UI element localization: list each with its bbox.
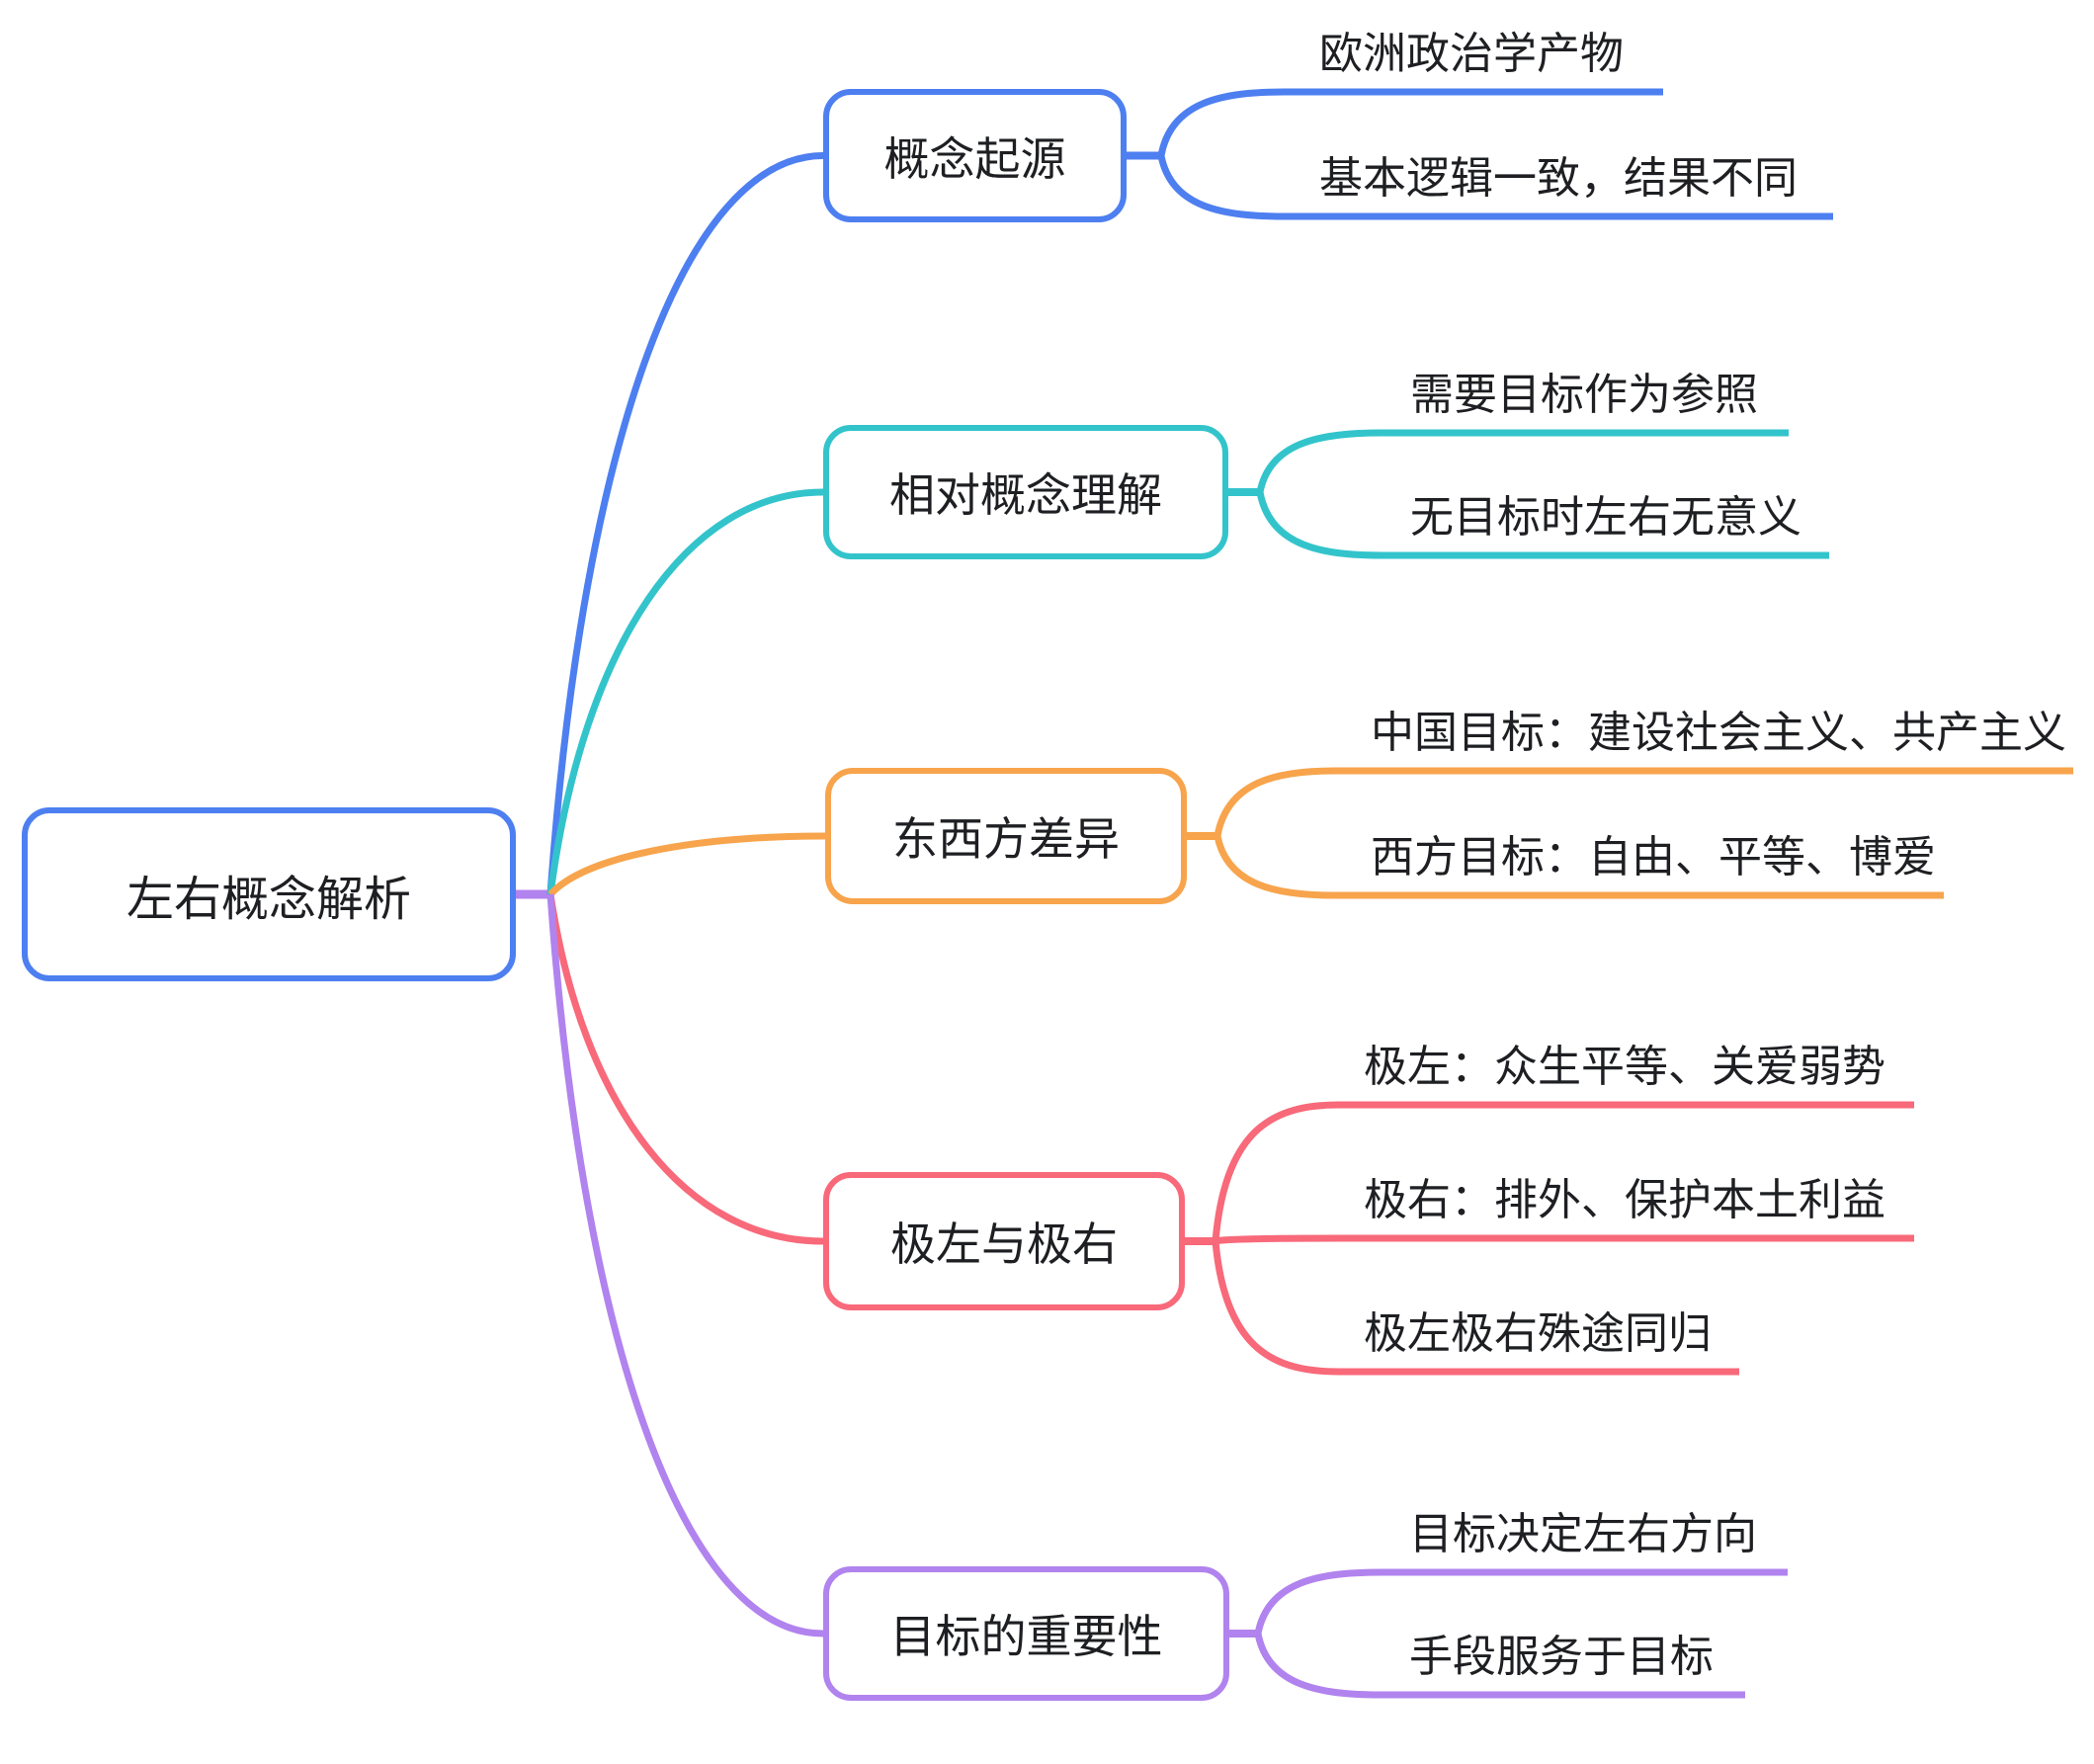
subtopic-label[interactable]: 基本逻辑一致，结果不同 — [1319, 153, 1798, 204]
branch-connector — [546, 893, 824, 1638]
subtopic-connector — [1157, 154, 1833, 220]
subtopic-label[interactable]: 欧洲政治学产物 — [1319, 29, 1624, 79]
branch-node-relative-concept[interactable]: 相对概念理解 — [823, 425, 1228, 559]
subtopic-connector — [1256, 491, 1829, 559]
subtopic-label[interactable]: 极左：众生平等、关爱弱势 — [1364, 1042, 1885, 1092]
subtopic-label[interactable]: 无目标时左右无意义 — [1410, 492, 1801, 543]
subtopic-connector — [1214, 767, 2073, 837]
branch-node-concept-origin[interactable]: 概念起源 — [823, 89, 1127, 222]
subtopic-connector — [1215, 1234, 1914, 1245]
subtopic-connector — [1256, 429, 1789, 493]
branch-node-label: 相对概念理解 — [889, 468, 1162, 522]
branch-connector — [547, 832, 826, 897]
subtopic-connector — [1157, 88, 1663, 157]
subtopic-label[interactable]: 中国目标：建设社会主义、共产主义 — [1371, 708, 2066, 758]
branch-node-extreme-left-right[interactable]: 极左与极右 — [823, 1172, 1185, 1310]
subtopic-connector — [1212, 1240, 1739, 1376]
root-node[interactable]: 左右概念解析 — [22, 807, 516, 981]
root-node-label: 左右概念解析 — [126, 872, 411, 927]
branch-connector — [546, 488, 824, 895]
branch-node-goal-importance[interactable]: 目标的重要性 — [823, 1566, 1229, 1701]
subtopic-label[interactable]: 极右：排外、保护本土利益 — [1364, 1175, 1885, 1225]
branch-node-label: 东西方差异 — [892, 812, 1120, 866]
branch-node-east-west-difference[interactable]: 东西方差异 — [825, 768, 1187, 904]
branch-node-label: 概念起源 — [883, 131, 1066, 186]
subtopic-connector — [1214, 835, 1944, 899]
subtopic-label[interactable]: 需要目标作为参照 — [1410, 370, 1758, 420]
subtopic-label[interactable]: 极左极右殊途同归 — [1364, 1308, 1712, 1359]
branch-connector — [546, 152, 824, 895]
branch-connector — [546, 893, 824, 1245]
subtopic-label[interactable]: 手段服务于目标 — [1409, 1632, 1714, 1682]
subtopic-label[interactable]: 目标决定左右方向 — [1409, 1509, 1757, 1559]
subtopic-label[interactable]: 西方目标：自由、平等、博爱 — [1371, 832, 1936, 882]
subtopic-connector — [1212, 1101, 1914, 1242]
subtopic-connector — [1254, 1568, 1788, 1635]
subtopic-connector — [1254, 1633, 1745, 1699]
branch-node-label: 目标的重要性 — [889, 1610, 1163, 1663]
branch-node-label: 极左与极右 — [890, 1218, 1118, 1271]
